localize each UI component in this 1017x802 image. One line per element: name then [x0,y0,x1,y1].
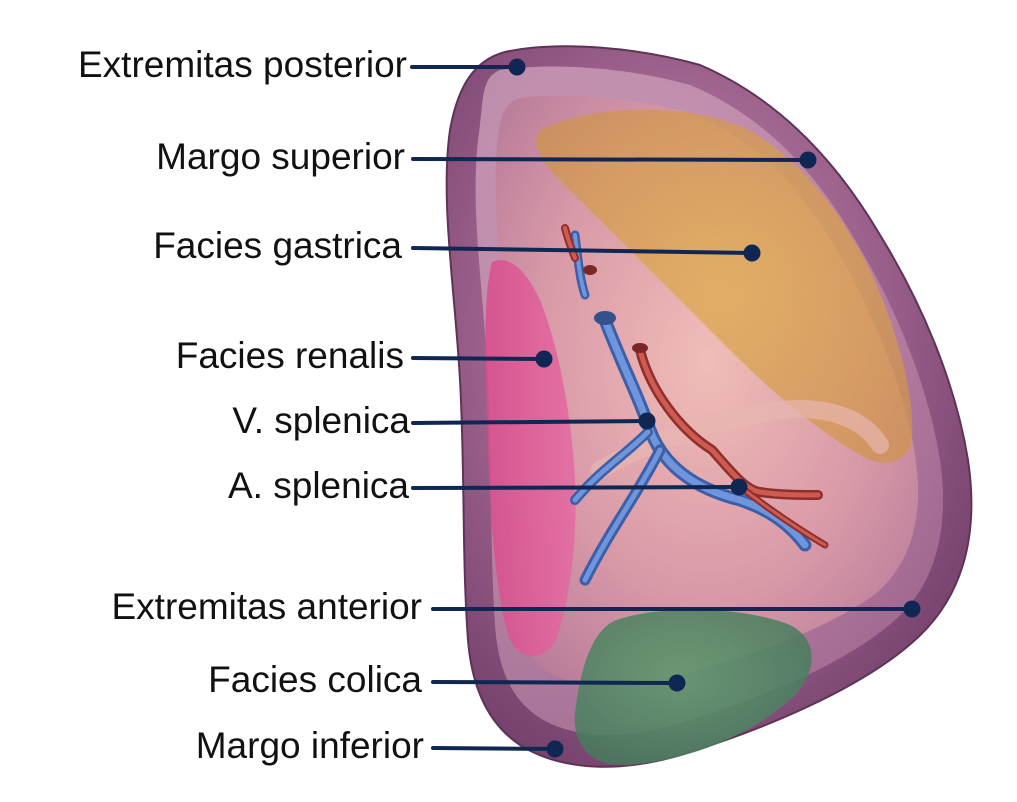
label-wrap-facies-gastrica: Facies gastrica [0,226,402,266]
hilum-ridge [591,400,889,479]
label-wrap-v-splenica: V. splenica [0,401,410,441]
label-wrap-facies-renalis: Facies renalis [0,336,404,376]
label-a-splenica: A. splenica [228,465,409,506]
label-wrap-extremitas-anterior: Extremitas anterior [0,586,423,627]
leader-dot-extremitas-anterior [903,600,921,618]
leader-line-facies-colica [431,680,679,685]
leader-dot-margo-inferior [546,740,564,758]
label-extremitas-posterior: Extremitas posterior [78,44,407,85]
leader-line-facies-gastrica [411,246,754,255]
leader-line-margo-superior [411,157,810,162]
leader-line-facies-renalis [411,356,546,361]
leader-dot-facies-colica [668,674,686,692]
label-v-splenica: V. splenica [232,400,410,441]
label-wrap-a-splenica: A. splenica [0,466,409,506]
label-extremitas-anterior: Extremitas anterior [111,586,423,627]
label-margo-superior: Margo superior [156,136,405,177]
label-wrap-margo-superior: Margo superior [0,137,405,177]
facies-colica-area [574,609,812,766]
facies-gastrica-area [536,109,913,463]
leader-dot-a-splenica [730,478,748,496]
label-facies-gastrica: Facies gastrica [153,225,402,266]
leader-dot-v-splenica [638,412,656,430]
leader-lines [410,58,921,758]
label-wrap-facies-colica: Facies colica [0,660,422,700]
label-facies-renalis: Facies renalis [175,335,404,376]
leader-line-v-splenica [411,419,649,425]
leader-line-a-splenica [411,485,741,490]
leader-dot-facies-renalis [535,350,553,368]
leader-dot-margo-superior [799,151,817,169]
leader-line-margo-inferior [431,746,557,751]
label-margo-inferior: Margo inferior [195,725,424,766]
leader-dot-facies-gastrica [743,244,761,262]
leader-dot-extremitas-posterior [508,58,526,76]
splenic-artery-branches [561,224,829,549]
label-wrap-extremitas-posterior: Extremitas posterior [0,45,407,85]
label-facies-colica: Facies colica [208,659,422,700]
label-wrap-margo-inferior: Margo inferior [0,726,424,766]
